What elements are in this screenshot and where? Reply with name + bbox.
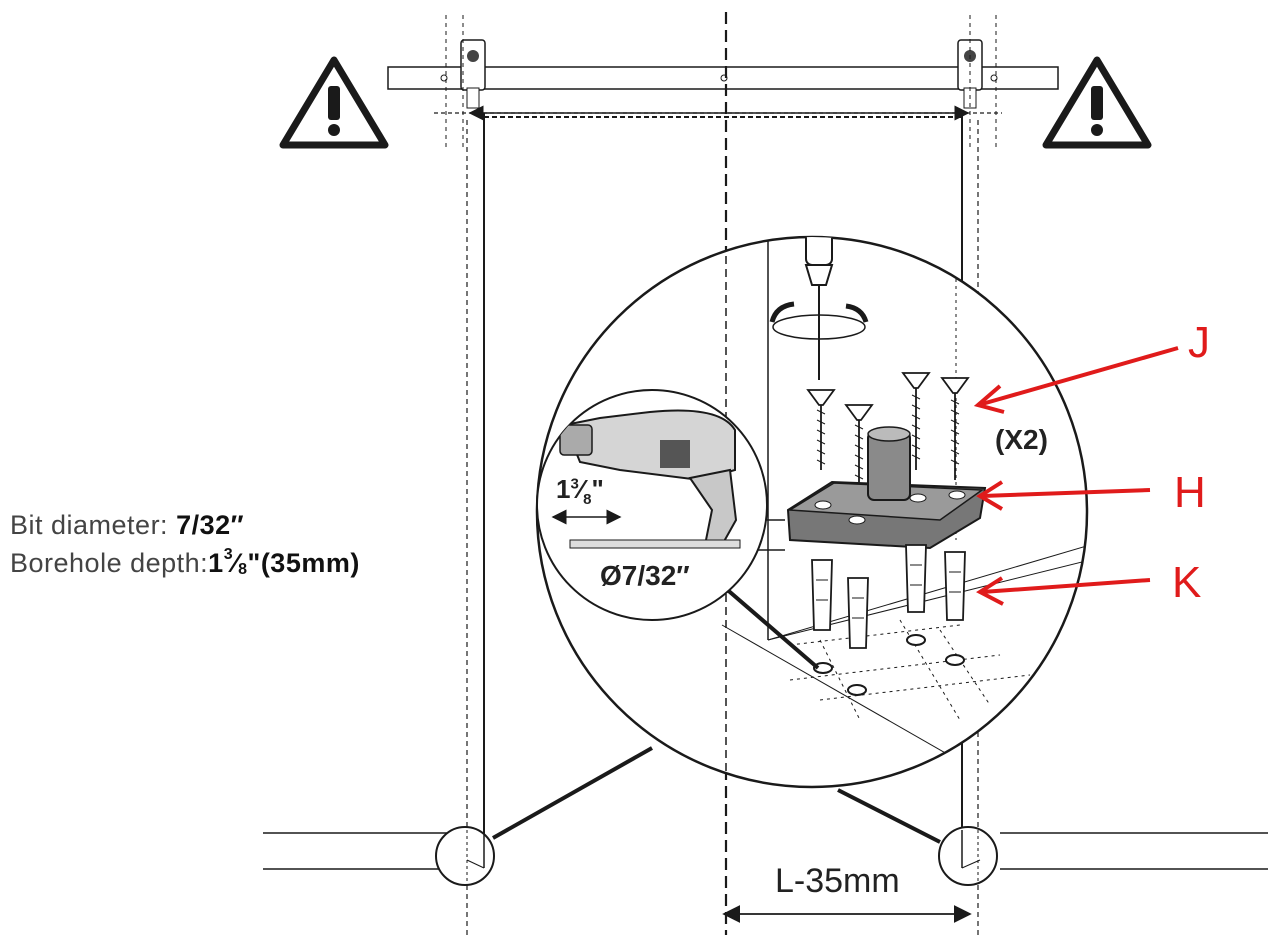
borehole-depth-fraction: 13⁄8: [208, 546, 248, 578]
callout-arrows: [973, 346, 1179, 606]
floor: [263, 832, 1268, 870]
label-k: K: [1172, 558, 1202, 607]
floor-guide-icon: [938, 826, 998, 886]
screwdriver-icon: [769, 237, 869, 380]
depth-whole: 1: [208, 548, 224, 578]
label-j: J: [1188, 318, 1210, 367]
warning-icon: [279, 56, 389, 149]
drill-length-mark: ": [591, 474, 604, 504]
top-rail: [387, 66, 1059, 90]
drill-length-den: 8: [583, 491, 592, 509]
drill-length: 13⁄8": [556, 474, 604, 509]
dimension-label: L-35mm: [775, 862, 900, 900]
borehole-depth-label: Borehole depth:: [10, 548, 209, 578]
drill-length-whole: 1: [556, 474, 571, 504]
bit-diameter: Bit diameter: 7/32″: [10, 510, 244, 541]
anchor-icon: [811, 544, 966, 649]
floor-guide-plate: [786, 426, 987, 550]
drill-icon: [551, 409, 741, 549]
quantity-label: (X2): [995, 424, 1048, 455]
drill-length-num: 3: [570, 475, 579, 493]
drill-diameter: Ø7/32″: [600, 560, 690, 591]
screw-icon: [806, 372, 970, 510]
depth-num: 3: [223, 546, 234, 563]
roller-icon: [460, 39, 486, 109]
bit-diameter-label: Bit diameter:: [10, 510, 169, 540]
borehole-depth: Borehole depth:13⁄8"(35mm): [10, 546, 360, 579]
floor-guide-icon: [435, 826, 495, 886]
label-h: H: [1174, 468, 1206, 517]
depth-den: 8: [238, 561, 248, 578]
bit-diameter-value: 7/32″: [176, 510, 245, 540]
warning-icon: [1042, 56, 1152, 149]
borehole-depth-value: "(35mm): [247, 548, 360, 578]
